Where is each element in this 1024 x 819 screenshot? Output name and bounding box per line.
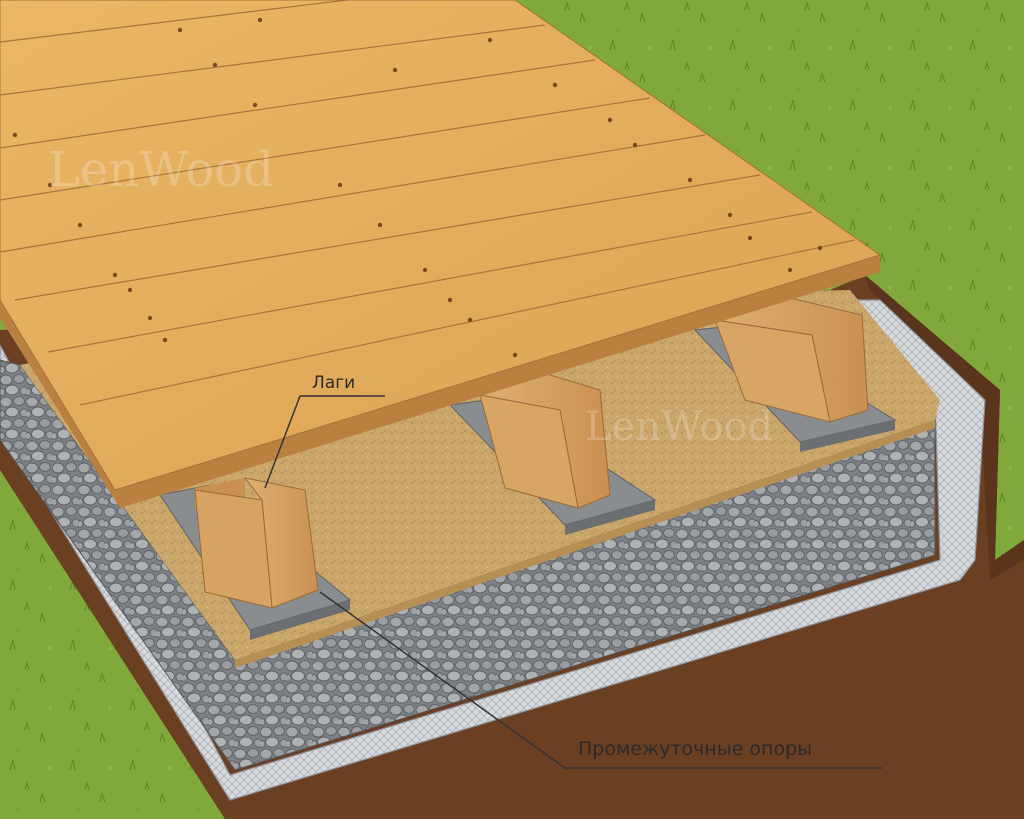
decking-board-seams	[0, 0, 856, 406]
support-pad-edge	[800, 420, 895, 452]
joist	[194, 477, 319, 609]
sand-front-edge	[235, 420, 935, 668]
support-pad-edge	[250, 600, 350, 640]
soil-top-highlight	[865, 275, 1024, 580]
decking-surface	[0, 0, 882, 491]
decking-screws	[12, 17, 823, 358]
leader-line-joists	[264, 395, 301, 489]
watermark: LenWood	[585, 404, 773, 450]
watermark: LenWood	[48, 142, 274, 198]
label-joists: Лаги	[312, 373, 355, 393]
support-pad-edge	[565, 500, 655, 535]
geotextile-liner	[0, 299, 986, 801]
label-supports: Промежуточные опоры	[578, 738, 812, 760]
leader-line-supports	[319, 591, 566, 769]
